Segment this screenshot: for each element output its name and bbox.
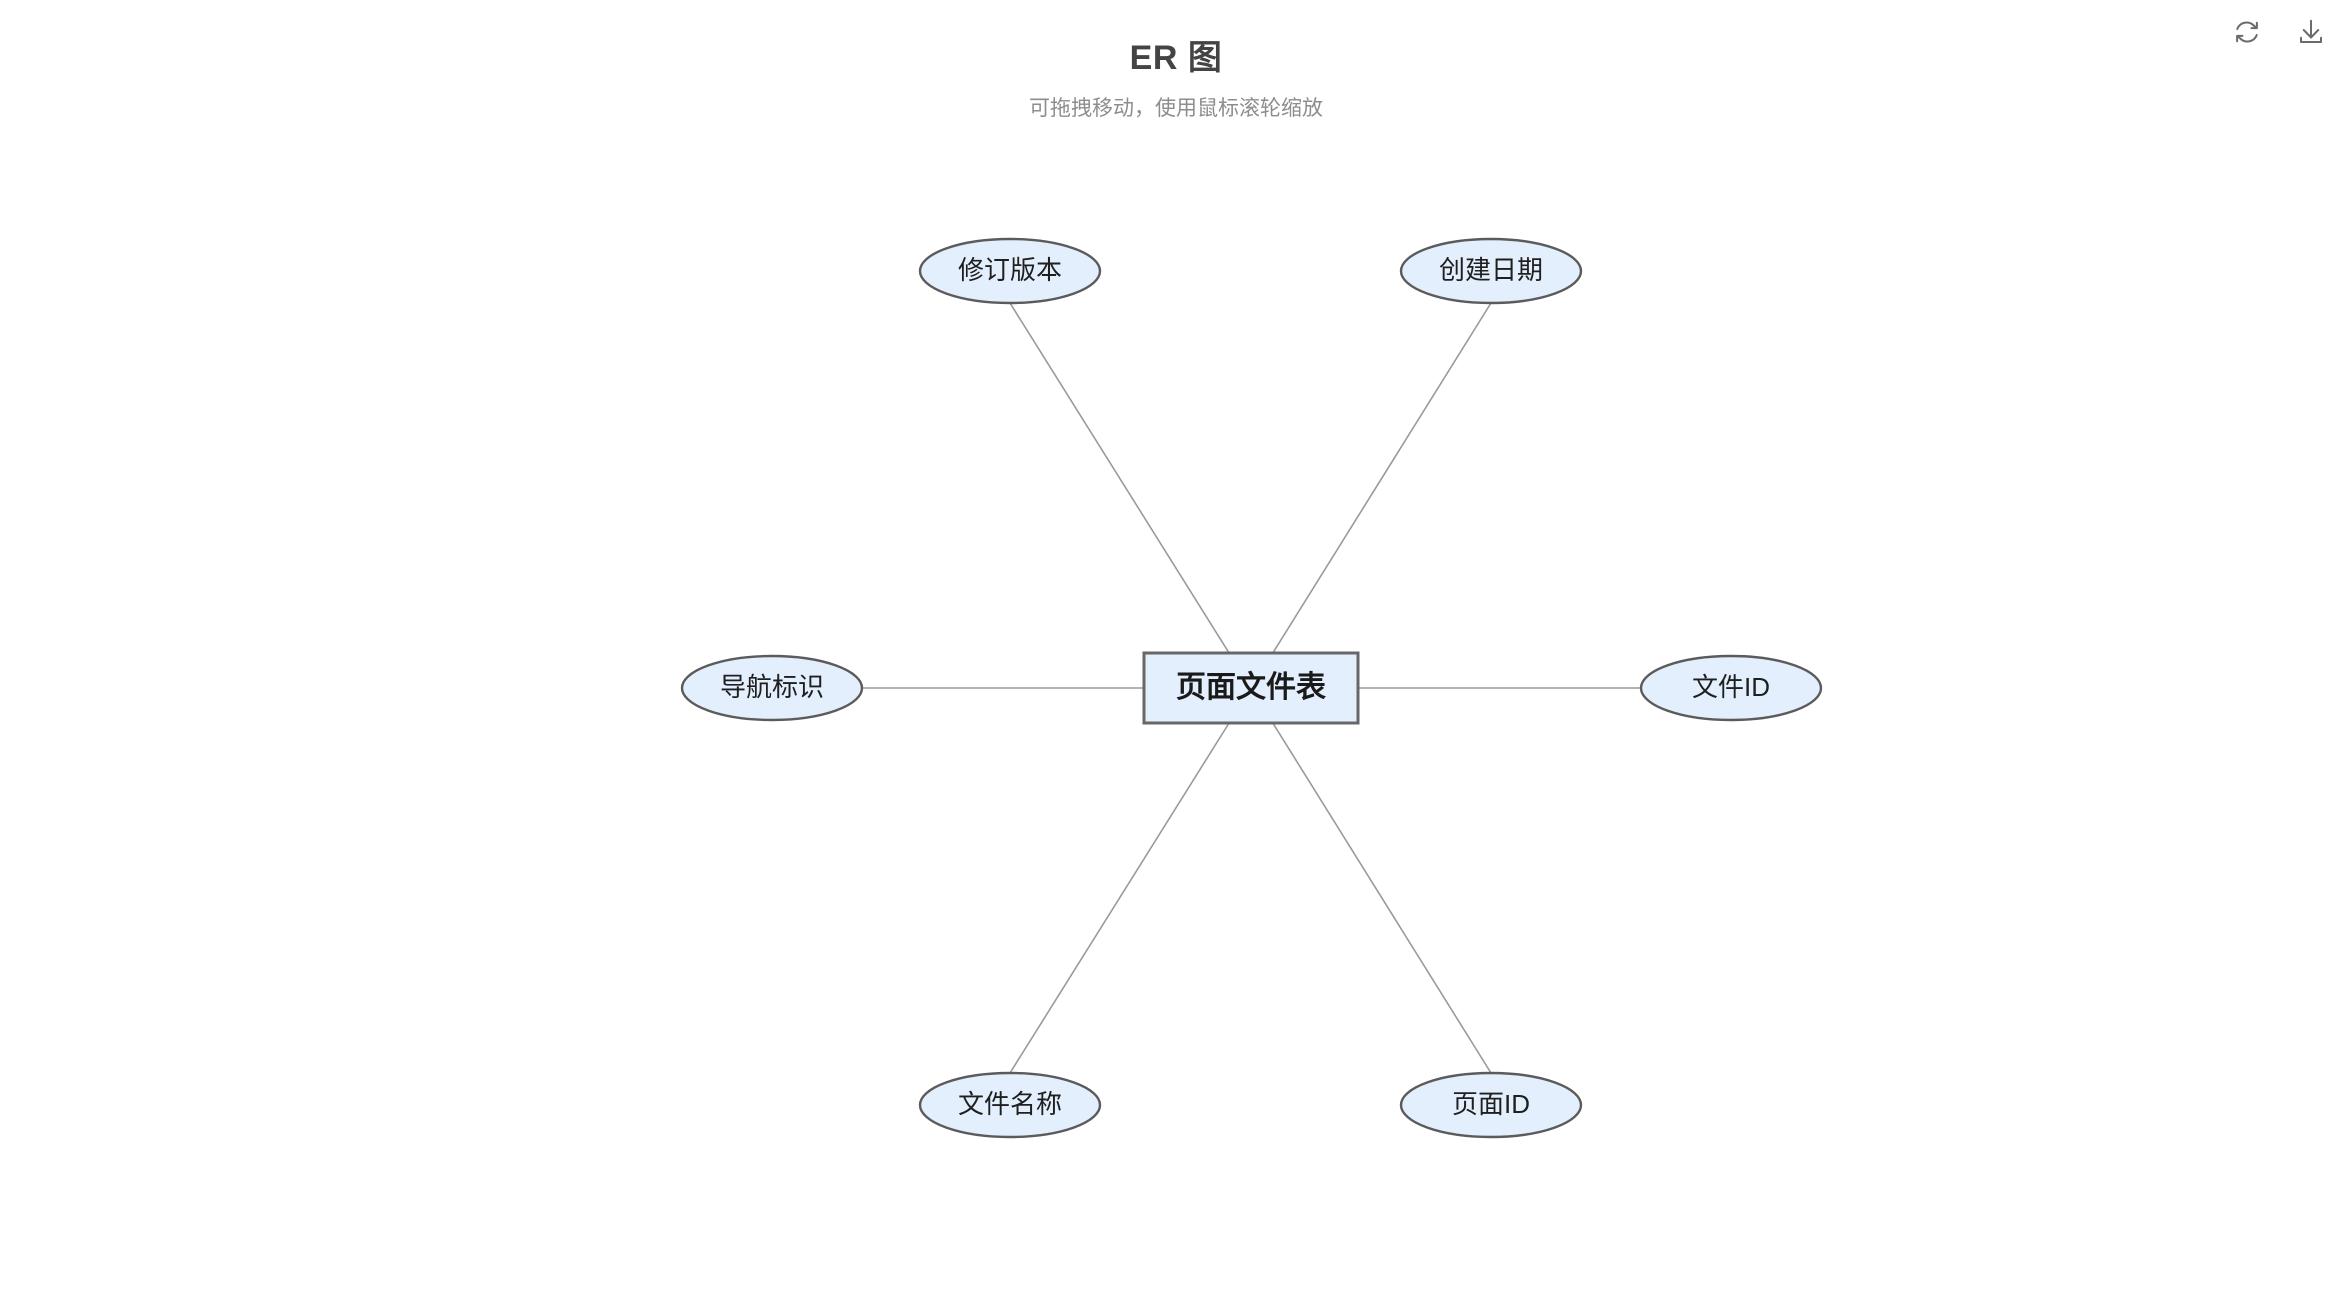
er-edge (1250, 302, 1492, 689)
er-edge (1009, 687, 1252, 1074)
attribute-label: 文件ID (1692, 672, 1770, 702)
attribute-label: 页面ID (1452, 1089, 1530, 1119)
entity-node[interactable]: 页面文件表 (1142, 651, 1360, 725)
attribute-shape (1399, 237, 1583, 305)
attribute-label: 导航标识 (720, 672, 824, 702)
attribute-label: 修订版本 (958, 255, 1062, 285)
attribute-node[interactable]: 创建日期 (1399, 237, 1583, 305)
attribute-node[interactable]: 文件ID (1639, 654, 1823, 722)
edges-layer (862, 302, 1641, 1074)
attribute-shape (918, 1071, 1102, 1139)
er-edge (1009, 302, 1252, 689)
attribute-label: 创建日期 (1439, 255, 1543, 285)
download-button[interactable] (2292, 13, 2330, 51)
attribute-node[interactable]: 修订版本 (918, 237, 1102, 305)
attribute-shape (1639, 654, 1823, 722)
entity-label: 页面文件表 (1176, 670, 1326, 704)
download-icon (2296, 17, 2326, 47)
entity-shape (1142, 651, 1360, 725)
reset-view-button[interactable] (2228, 13, 2266, 51)
diagram-toolbar (2162, 0, 2352, 64)
attribute-label: 文件名称 (958, 1089, 1062, 1119)
attribute-shape (1399, 1071, 1583, 1139)
er-edge (1250, 687, 1492, 1074)
attribute-shape (680, 654, 864, 722)
refresh-icon (2232, 17, 2262, 47)
attribute-node[interactable]: 文件名称 (918, 1071, 1102, 1139)
attribute-node[interactable]: 页面ID (1399, 1071, 1583, 1139)
attribute-shape (918, 237, 1102, 305)
attribute-node[interactable]: 导航标识 (680, 654, 864, 722)
